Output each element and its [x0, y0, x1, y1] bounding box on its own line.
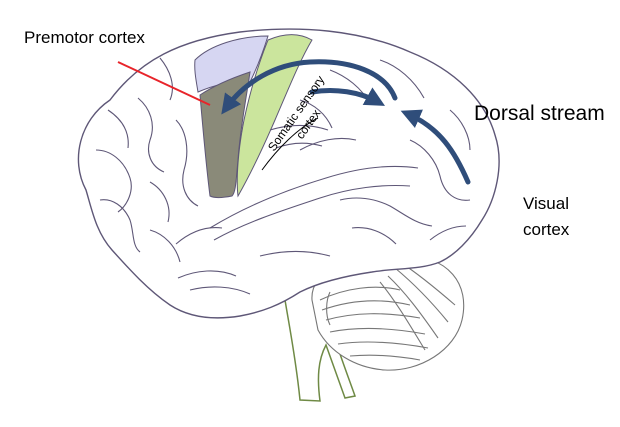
- somatic-label-underline: [261, 117, 319, 171]
- somatosensory-cortex-region: [236, 34, 313, 198]
- visual-cortex-label: Visual cortex: [523, 191, 569, 243]
- dorsal-stream-arrows: [221, 59, 471, 185]
- premotor-pointer-line: [117, 61, 211, 106]
- premotor-cortex-label: Premotor cortex: [24, 28, 145, 47]
- cerebrum-outline: [77, 28, 500, 319]
- dorsal-stream-label: Dorsal stream: [474, 102, 605, 125]
- brainstem: [284, 299, 356, 402]
- cortical-folds: [95, 57, 471, 295]
- visual-cortex-label-line2: cortex: [523, 220, 570, 239]
- visual-cortex-label-line1: Visual: [523, 194, 569, 213]
- cerebellum: [311, 254, 465, 371]
- arrow-to-premotor: [221, 59, 398, 115]
- arrow-somatosensory-to-parietal: [309, 87, 385, 106]
- arrow-visual-to-parietal: [400, 109, 471, 185]
